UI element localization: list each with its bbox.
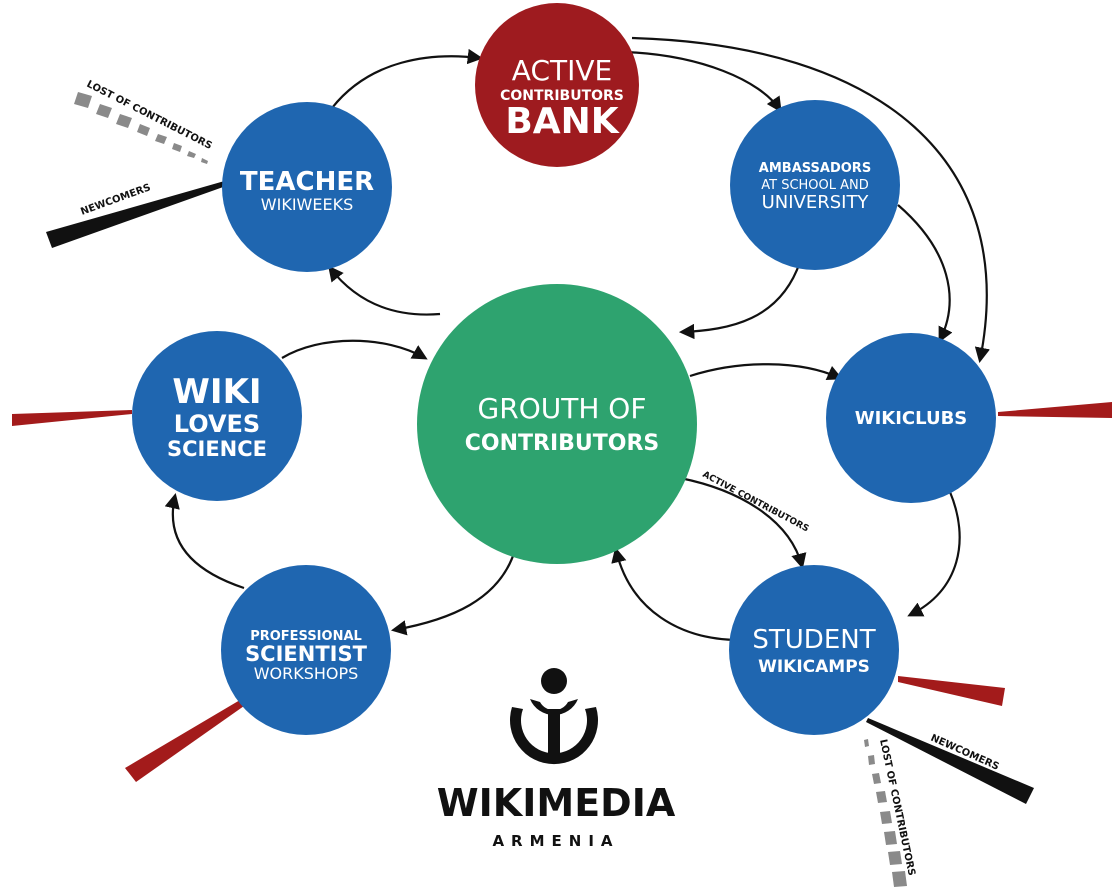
lost-contributors-wedge-teacher: LOST OF CONTRIBUTORS <box>74 79 214 164</box>
wikimedia-logo: WIKIMEDIA ARMENIA <box>437 668 676 850</box>
active-contributors-edge-label: ACTIVE CONTRIBUTORS <box>701 470 811 535</box>
arrow-bank-to-wikiclubs <box>631 36 990 364</box>
node-growth-of-contributors: GROUTH OF CONTRIBUTORS <box>417 284 697 564</box>
sponsor-wedge-scientist <box>125 700 244 782</box>
arrow-center-to-scientist <box>390 549 517 636</box>
node-circle-teacher <box>222 102 392 272</box>
logo-sub: ARMENIA <box>492 832 619 850</box>
node-wikiclubs: WIKICLUBS <box>826 333 996 503</box>
newcomers-wedge-teacher: NEWCOMERS <box>46 180 228 248</box>
wikimedia-logo-icon <box>510 668 598 765</box>
scientist-line1: PROFESSIONAL <box>250 629 362 644</box>
camps-line1: STUDENT <box>752 625 875 655</box>
center-line1: GROUTH OF <box>478 392 647 425</box>
arrow-center-to-teacher <box>328 265 441 316</box>
arrow-wls-to-center <box>281 339 428 360</box>
scientist-line2: SCIENTIST <box>245 642 368 666</box>
node-circle-camps <box>729 565 899 735</box>
node-circle-bank <box>475 3 639 167</box>
logo-name: WIKIMEDIA <box>437 781 676 825</box>
wikiclubs-line1: WIKICLUBS <box>855 408 968 429</box>
wls-line2: LOVES <box>174 410 260 438</box>
ambassadors-line3: UNIVERSITY <box>762 192 870 213</box>
node-wiki-loves-science: WIKI LOVES SCIENCE <box>132 331 302 501</box>
node-circle-wikiclubs <box>826 333 996 503</box>
arrow-center-to-camps <box>679 476 807 569</box>
ambassadors-line1: AMBASSADORS <box>759 161 871 176</box>
arrow-ambassadors-to-wikiclubs <box>897 204 953 343</box>
arrow-teacher-to-bank <box>331 48 484 109</box>
wls-line1: WIKI <box>172 372 261 412</box>
node-circle-wls <box>132 331 302 501</box>
arrow-center-to-wikiclubs <box>689 363 843 380</box>
node-teacher-wikiweeks: TEACHER WIKIWEEKS <box>222 102 392 272</box>
node-professional-scientist-workshops: PROFESSIONAL SCIENTIST WORKSHOPS <box>221 565 391 735</box>
bank-line2: CONTRIBUTORS <box>500 88 624 104</box>
sponsor-wedge-wls <box>12 410 132 426</box>
node-active-contributors-bank: ACTIVE CONTRIBUTORS BANK <box>475 3 639 167</box>
node-student-wikicamps: STUDENT WIKICAMPS <box>729 565 899 735</box>
arrow-bank-to-ambassadors <box>624 50 782 113</box>
node-circle-scientist <box>221 565 391 735</box>
arrow-wikiclubs-to-camps <box>907 491 961 617</box>
teacher-line1: TEACHER <box>240 167 374 197</box>
camps-line2: WIKICAMPS <box>758 657 870 677</box>
scientist-line3: WORKSHOPS <box>254 664 359 683</box>
sponsor-wedge-wikiclubs <box>998 402 1112 418</box>
center-line2: CONTRIBUTORS <box>465 431 660 456</box>
arrow-ambassadors-to-center <box>678 261 802 340</box>
node-circle-ambassadors <box>730 100 900 270</box>
arrow-camps-to-center <box>611 547 741 642</box>
bank-line3: BANK <box>505 101 619 142</box>
wls-line3: SCIENCE <box>167 437 267 461</box>
bank-line1: ACTIVE <box>512 54 612 87</box>
arrow-scientist-to-wls <box>164 492 245 590</box>
lost-contributors-wedge-camps: LOST OF CONTRIBUTORS <box>864 738 917 887</box>
teacher-line2: WIKIWEEKS <box>261 195 353 214</box>
node-circle-center <box>417 284 697 564</box>
ambassadors-line2: AT SCHOOL AND <box>761 178 869 193</box>
node-ambassadors: AMBASSADORS AT SCHOOL AND UNIVERSITY <box>730 100 900 270</box>
sponsor-wedge-camps <box>898 676 1005 706</box>
